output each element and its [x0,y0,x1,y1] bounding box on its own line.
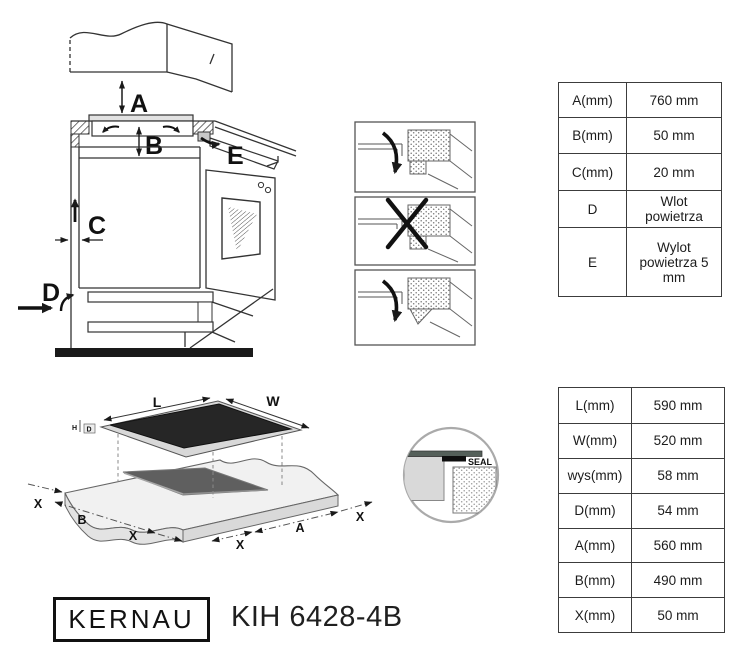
dim-label-cell: E [559,228,627,296]
dim-label-cell: X(mm) [559,598,632,633]
dim-label-x-back-left: X [34,497,43,511]
oven-knob [257,181,265,189]
dim-label-cell: D [559,191,627,227]
kernau-logo-text: KERNAU [68,604,195,634]
airflow-down-arrow [381,131,403,175]
dim-label-cell: L(mm) [559,388,632,423]
cabinet-front-outline [70,134,201,348]
worktop-hob-cross-section [70,114,215,159]
oven-knob [264,186,272,194]
installation-clearance-diagram: A B E C D [18,21,297,357]
dim-label-d-small: D [87,427,92,434]
dim-label-c: C [88,212,106,240]
dim-label-cell: A(mm) [559,83,627,117]
table-row: D(mm) 54 mm [559,492,724,528]
seal-detail-callout: SEAL [402,426,500,524]
dim-label-a: A [295,521,304,535]
table-row: L(mm) 590 mm [559,388,724,423]
dim-label-a: A [130,90,148,118]
dim-label-cell: B(mm) [559,563,632,598]
table-row: B(mm) 50 mm [559,117,721,153]
worktop-section [404,456,445,501]
table-row: C(mm) 20 mm [559,153,721,190]
hob-glass-top [99,400,303,458]
dim-value-cell: Wlot powietrza [645,194,703,224]
dim-label-b: B [77,513,86,527]
table-row: D Wlot powietrza [559,190,721,227]
dim-value-cell: 50 mm [657,607,699,623]
dim-label-cell: wys(mm) [559,458,632,493]
dim-label-cell: A(mm) [559,528,632,563]
oven-side-face [205,169,276,301]
table-row: A(mm) 760 mm [559,83,721,117]
counter-side-edge [197,120,297,170]
airflow-box-incorrect [354,196,476,266]
dim-value-cell: 520 mm [653,433,703,449]
seal-strip [442,456,466,462]
dim-label-cell: B(mm) [559,118,627,153]
model-number: KIH 6428-4B [231,601,403,633]
dim-label-d: D [42,279,60,307]
dim-label-cell: W(mm) [559,423,632,458]
dim-arrow-w [225,398,310,429]
dim-label-cell: C(mm) [559,154,627,190]
dim-arrow-l [103,396,211,422]
dim-value-cell: 560 mm [653,538,703,553]
dim-value-cell: 490 mm [653,572,703,588]
dim-label-h: H [72,425,77,432]
dim-value-cell: 760 mm [649,92,699,108]
table-row: A(mm) 560 mm [559,527,724,563]
worktop-cutout-diagram: L W H D X B X X A X [27,393,373,552]
air-inlet-curve-arrow [59,293,75,312]
airflow-box-correct-top [354,121,476,193]
ventilation-dimension-table: A(mm) 760 mm B(mm) 50 mm C(mm) 20 mm D W… [558,82,722,297]
air-outlet-arrow [200,136,221,150]
cutout-hole [122,467,269,496]
table-row: W(mm) 520 mm [559,422,724,458]
dim-value-cell: 20 mm [653,164,695,180]
dim-label-l: L [153,394,162,410]
seal-label: SEAL [468,457,493,467]
cross-out-x-mark [385,197,429,250]
dim-label-e: E [227,142,244,170]
dim-label-x-front: X [236,538,245,552]
airflow-down-arrow [381,279,403,323]
dim-label-x-front-left: X [129,529,138,543]
dim-label-cell: D(mm) [559,493,632,528]
dim-label-x-right: X [356,510,365,524]
dim-box-d [83,423,96,434]
cutout-dimension-table: L(mm) 590 mm W(mm) 520 mm wys(mm) 58 mm … [558,387,725,634]
projection-lines [117,434,283,498]
cabinet-drawers [87,288,274,349]
airflow-arrow-right [162,125,180,133]
hob-body-section [452,466,497,514]
dim-value-cell: Wylot powietrza 5 mm [639,239,709,285]
dim-value-cell: 58 mm [657,468,699,484]
dim-value-cell: 50 mm [653,128,695,143]
airflow-box-correct-bottom [354,269,476,346]
cutout-dimension-lines [27,483,373,543]
airflow-arrow-left [102,125,120,133]
table-row: X(mm) 50 mm [559,597,724,633]
airflow-instruction-diagrams [354,121,476,346]
table-row: B(mm) 490 mm [559,562,724,598]
dim-label-w: W [266,393,280,409]
cooker-hood-outline [69,21,233,93]
hob-glass-edge [404,450,483,457]
dim-value-cell: 54 mm [657,503,699,519]
dim-label-b: B [145,132,163,160]
floor-line [55,348,253,357]
dim-value-cell: 590 mm [653,397,703,413]
kernau-logo: KERNAU [53,597,210,642]
table-row: wys(mm) 58 mm [559,457,724,493]
table-row: E Wylot powietrza 5 mm [559,227,721,296]
